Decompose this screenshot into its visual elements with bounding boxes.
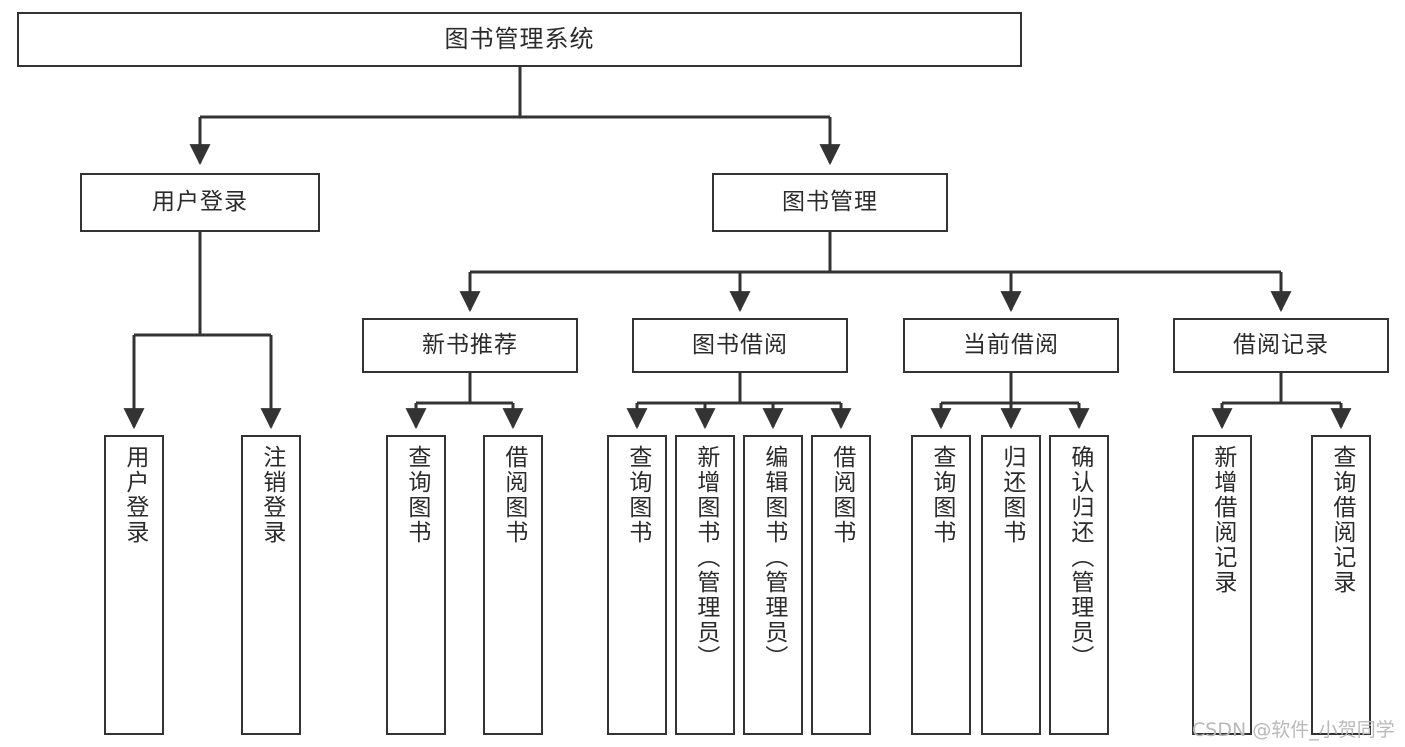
leaf-logout[interactable]: 注销登录 xyxy=(241,435,301,735)
node-book-management[interactable]: 图书管理 xyxy=(712,173,948,232)
leaf-label: 借阅图书 xyxy=(828,445,855,545)
leaf-add-borrow-record[interactable]: 新增借阅记录 xyxy=(1192,435,1252,735)
leaf-label: 借阅图书 xyxy=(500,445,527,545)
leaf-query-borrow-record[interactable]: 查询借阅记录 xyxy=(1311,435,1371,735)
leaf-add-book-admin[interactable]: 新增图书（管理员） xyxy=(675,435,735,735)
leaf-borrow-book-recommendation[interactable]: 借阅图书 xyxy=(483,435,543,735)
csdn-watermark: CSDN @软件_小贺同学 xyxy=(1192,719,1395,741)
leaf-label: 注销登录 xyxy=(258,445,285,545)
leaf-label: 查询图书 xyxy=(624,445,651,545)
leaf-label: 编辑图书（管理员） xyxy=(760,445,787,670)
node-root[interactable]: 图书管理系统 xyxy=(17,12,1022,67)
leaf-user-login[interactable]: 用户登录 xyxy=(104,435,164,735)
leaf-label: 查询借阅记录 xyxy=(1328,445,1355,595)
leaf-edit-book-admin[interactable]: 编辑图书（管理员） xyxy=(743,435,803,735)
leaf-query-book-recommendation[interactable]: 查询图书 xyxy=(386,435,446,735)
leaf-label: 归还图书 xyxy=(998,445,1025,545)
leaf-borrow-book[interactable]: 借阅图书 xyxy=(811,435,871,735)
leaf-label: 查询图书 xyxy=(928,445,955,545)
leaf-label: 新增图书（管理员） xyxy=(692,445,719,670)
leaf-label: 新增借阅记录 xyxy=(1209,445,1236,595)
leaf-confirm-return-admin[interactable]: 确认归还（管理员） xyxy=(1049,435,1109,735)
leaf-label: 确认归还（管理员） xyxy=(1066,445,1093,670)
node-current-borrow[interactable]: 当前借阅 xyxy=(903,318,1119,373)
leaf-label: 用户登录 xyxy=(121,445,148,545)
node-new-book-recommendation[interactable]: 新书推荐 xyxy=(362,318,578,373)
node-borrow-records[interactable]: 借阅记录 xyxy=(1173,318,1389,373)
leaf-return-book[interactable]: 归还图书 xyxy=(981,435,1041,735)
leaf-query-book-borrow[interactable]: 查询图书 xyxy=(607,435,667,735)
leaf-label: 查询图书 xyxy=(403,445,430,545)
node-user-login[interactable]: 用户登录 xyxy=(80,173,320,232)
leaf-query-book-current[interactable]: 查询图书 xyxy=(911,435,971,735)
node-book-borrow[interactable]: 图书借阅 xyxy=(632,318,848,373)
